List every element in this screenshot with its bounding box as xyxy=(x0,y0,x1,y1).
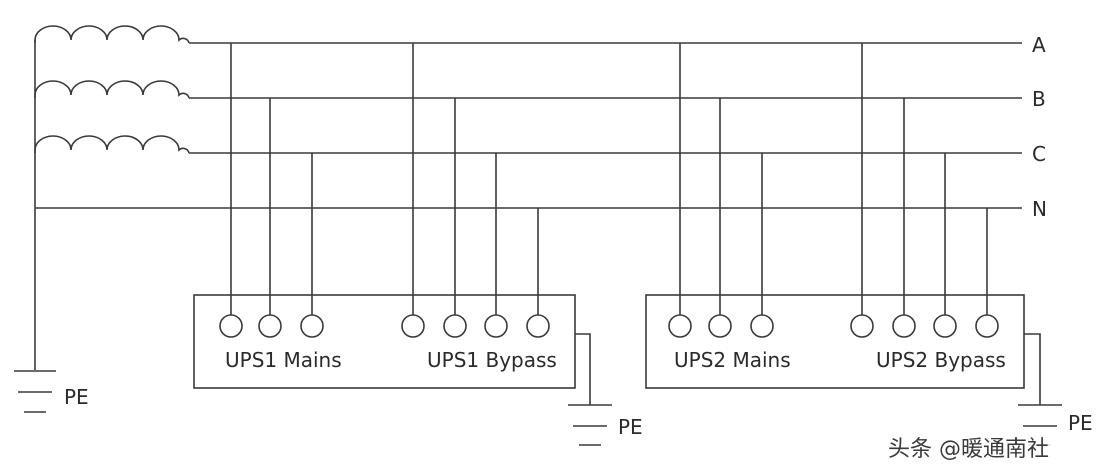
coil-phase-c xyxy=(34,135,190,154)
ups1-bypass-terminal-n xyxy=(526,314,550,338)
ups1-ground-lead xyxy=(575,333,591,405)
ups1-bypass-terminal-b xyxy=(443,314,467,338)
ups2-box xyxy=(645,294,1025,389)
ups1-bypass-terminal-a xyxy=(401,314,425,338)
ground-label-transformer: PE xyxy=(64,385,89,409)
ups2-ground-lead xyxy=(1024,333,1041,405)
ups2-mains-label: UPS2 Mains xyxy=(674,348,791,372)
ups2-bypass-terminal-b xyxy=(892,314,916,338)
ups1-bypass-label: UPS1 Bypass xyxy=(427,348,557,372)
watermark-backdrop xyxy=(880,430,1106,466)
ups1-mains-terminal-b xyxy=(258,314,282,338)
ups2-mains-terminal-a xyxy=(668,314,692,338)
ups1: UPS1 Mains UPS1 Bypass PE xyxy=(193,43,643,446)
coil-phase-a xyxy=(34,25,190,44)
ups2: UPS2 Mains UPS2 Bypass PE xyxy=(645,43,1093,446)
ups2-mains-terminal-c xyxy=(750,314,774,338)
buses: A B C N xyxy=(35,33,1047,221)
ups1-mains-terminal-a xyxy=(219,314,243,338)
bus-label-a: A xyxy=(1032,33,1046,57)
ups2-bypass-label: UPS2 Bypass xyxy=(876,348,1006,372)
bus-label-b: B xyxy=(1032,87,1046,111)
ups1-mains-label: UPS1 Mains xyxy=(225,348,342,372)
ground-label-ups1: PE xyxy=(618,415,643,439)
ups1-bypass-terminal-c xyxy=(484,314,508,338)
coil-phase-b xyxy=(34,80,190,99)
ups2-bypass-terminal-n xyxy=(975,314,999,338)
ups2-mains-terminal-b xyxy=(708,314,732,338)
ups2-bypass-terminal-c xyxy=(933,314,957,338)
watermark-text: 头条 @暖通南社 xyxy=(888,437,1049,462)
ups1-box xyxy=(193,294,576,389)
ground-transformer: PE xyxy=(14,370,89,413)
transformer-coils xyxy=(34,25,190,370)
ups1-mains-terminal-c xyxy=(300,314,324,338)
bus-label-n: N xyxy=(1032,197,1047,221)
bus-label-c: C xyxy=(1032,142,1046,166)
ups2-bypass-terminal-a xyxy=(850,314,874,338)
